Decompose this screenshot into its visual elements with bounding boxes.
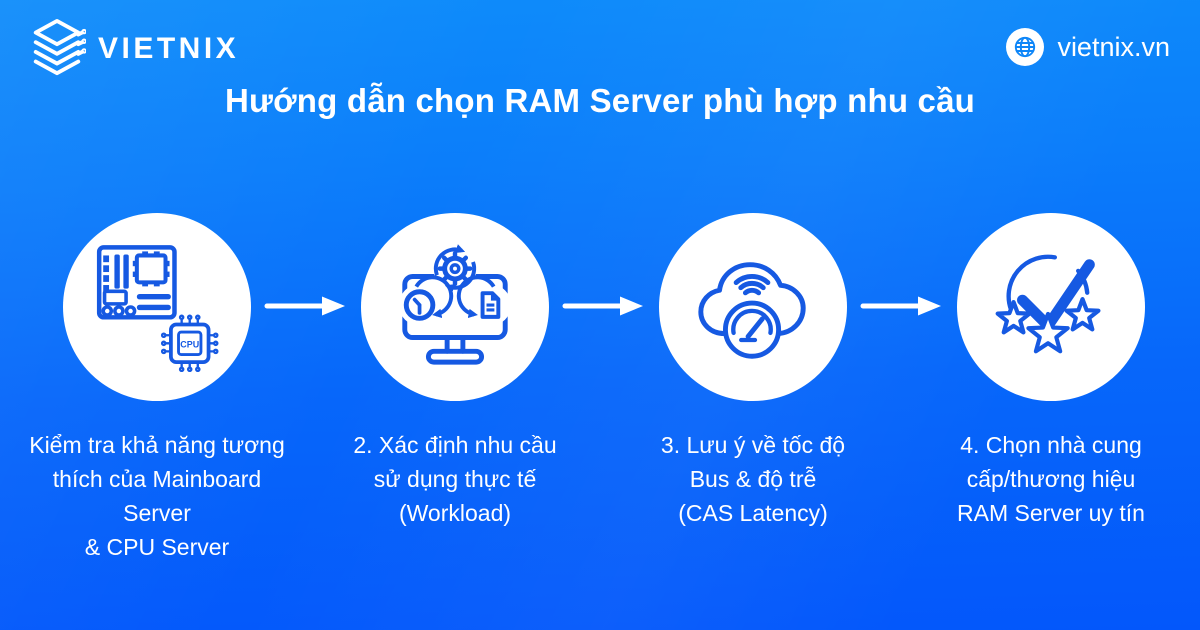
star-icon — [1067, 299, 1099, 329]
caption-line: Bus & độ trễ — [689, 466, 817, 492]
caption-line: Server — [123, 500, 191, 526]
wifi-signal-icon — [733, 274, 771, 296]
caption-line: thích của Mainboard — [52, 466, 262, 492]
caption-line: Kiểm tra khả năng tương — [29, 432, 285, 458]
cloud-bus-speed-icon — [698, 262, 806, 359]
logo-wordmark: VIETNIX — [98, 32, 240, 65]
caption-line: (Workload) — [398, 500, 512, 526]
caption-line: 2. Xác định nhu cầu — [353, 432, 557, 458]
speedometer-icon — [722, 300, 782, 359]
step1-circle: CPU — [63, 213, 251, 401]
caption-line: 4. Chọn nhà cung — [960, 432, 1142, 458]
step4-caption: 4. Chọn nhà cung cấp/thương hiệu RAM Ser… — [896, 428, 1200, 530]
flow-arrow-icon — [562, 296, 643, 316]
step2-circle — [361, 213, 549, 401]
workload-monitor-icon — [398, 244, 512, 365]
caption-line: & CPU Server — [84, 534, 230, 560]
page-title: Hướng dẫn chọn RAM Server phù hợp nhu cầ… — [224, 82, 976, 119]
flow-arrow-icon — [264, 296, 345, 316]
brand-rating-check-icon — [987, 254, 1115, 371]
mainboard-cpu-icon: CPU — [96, 245, 219, 372]
globe-icon — [1006, 28, 1045, 66]
step2-caption: 2. Xác định nhu cầu sử dụng thực tế (Wor… — [300, 428, 610, 530]
flow-arrow-icon — [860, 296, 941, 316]
website-url: vietnix.vn — [1057, 31, 1170, 62]
caption-line: sử dụng thực tế — [373, 466, 537, 492]
caption-line: (CAS Latency) — [678, 500, 828, 526]
cpu-chip-label: CPU — [180, 339, 199, 349]
caption-line: cấp/thương hiệu — [966, 466, 1136, 492]
caption-line: 3. Lưu ý về tốc độ — [660, 432, 846, 458]
caption-line: RAM Server uy tín — [957, 500, 1145, 526]
step4-circle — [957, 213, 1145, 401]
website-badge: vietnix.vn — [1006, 28, 1170, 66]
server-stack-icon — [33, 19, 86, 76]
step3-circle — [659, 213, 847, 401]
step3-caption: 3. Lưu ý về tốc độ Bus & độ trễ (CAS Lat… — [598, 428, 908, 530]
vietnix-logo: VIETNIX — [28, 18, 239, 80]
step1-caption: Kiểm tra khả năng tương thích của Mainbo… — [2, 428, 312, 564]
